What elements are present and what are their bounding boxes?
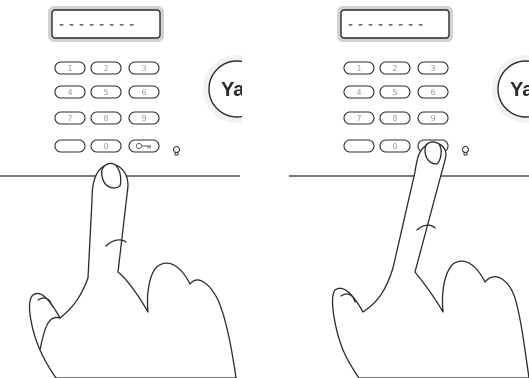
keypad-panel-right: -------- 1 2 3 4 5 6 7 8 9 0 Yal bbox=[289, 6, 529, 378]
keypad-key-label: 9 bbox=[430, 114, 435, 123]
keypad-key-label: 6 bbox=[430, 88, 435, 97]
keypad-key-label: 7 bbox=[67, 114, 72, 123]
keypad-key-label: 1 bbox=[356, 64, 361, 73]
keypad-key[interactable]: 1 bbox=[344, 62, 374, 74]
display-screen: -------- bbox=[57, 15, 137, 33]
keypad-key[interactable]: 8 bbox=[91, 112, 121, 124]
keypad-key-label: 8 bbox=[103, 114, 108, 123]
display-screen: -------- bbox=[346, 15, 426, 33]
keypad-key[interactable]: 2 bbox=[91, 62, 121, 74]
keypad-key[interactable] bbox=[55, 140, 85, 152]
display-text: -------- bbox=[57, 15, 137, 33]
keypad-key-label: 4 bbox=[67, 88, 72, 97]
keypad-key[interactable]: 5 bbox=[91, 86, 121, 98]
keypad-key-label: 9 bbox=[141, 114, 146, 123]
keypad-key-label: 4 bbox=[356, 88, 361, 97]
keypad-key-label: 2 bbox=[103, 64, 108, 73]
keypad-key-label: 0 bbox=[392, 142, 397, 151]
keypad-key-label: 3 bbox=[141, 64, 146, 73]
keypad-key-label: 8 bbox=[392, 114, 397, 123]
logo-text: Yal bbox=[221, 79, 250, 101]
keypad-keys: 1 2 3 4 5 6 7 8 9 0 bbox=[55, 62, 159, 152]
keypad-key-label: 2 bbox=[392, 64, 397, 73]
keypad-key-label: 1 bbox=[67, 64, 72, 73]
keypad-key[interactable]: 1 bbox=[55, 62, 85, 74]
keypad-key[interactable]: 5 bbox=[380, 86, 410, 98]
keypad-key[interactable]: 8 bbox=[380, 112, 410, 124]
hand-illustration bbox=[333, 142, 529, 378]
keypad-key-label: 6 bbox=[141, 88, 146, 97]
keypad-key-label: 3 bbox=[430, 64, 435, 73]
keypad-key-label: 5 bbox=[103, 88, 108, 97]
brand-logo: Yal bbox=[510, 79, 529, 101]
keypad-key[interactable]: 7 bbox=[55, 112, 85, 124]
keypad-key[interactable]: 4 bbox=[344, 86, 374, 98]
keypad-key[interactable]: 7 bbox=[344, 112, 374, 124]
display-text: -------- bbox=[346, 15, 426, 33]
keypad-key[interactable]: 9 bbox=[129, 112, 159, 124]
hand-illustration bbox=[30, 164, 236, 378]
keypad-key[interactable]: 4 bbox=[55, 86, 85, 98]
keypad-key[interactable]: 6 bbox=[418, 86, 448, 98]
keypad-key[interactable]: 3 bbox=[418, 62, 448, 74]
keypad-key[interactable]: 9 bbox=[418, 112, 448, 124]
keypad-keys: 1 2 3 4 5 6 7 8 9 0 bbox=[344, 62, 448, 152]
keypad-key-label: 5 bbox=[392, 88, 397, 97]
keypad-panel-left: -------- 1 2 3 4 5 6 7 8 9 0 Yal bbox=[0, 6, 271, 378]
keypad-key[interactable]: 2 bbox=[380, 62, 410, 74]
brand-logo: Yal bbox=[221, 79, 250, 101]
keypad-key-label: 0 bbox=[103, 142, 108, 151]
keypad-key[interactable]: 6 bbox=[129, 86, 159, 98]
keypad-key[interactable]: 3 bbox=[129, 62, 159, 74]
keypad-key[interactable] bbox=[344, 140, 374, 152]
keypad-key-label: 7 bbox=[356, 114, 361, 123]
keypad-key[interactable]: 0 bbox=[380, 140, 410, 152]
logo-text: Yal bbox=[510, 79, 529, 101]
keypad-key[interactable]: 0 bbox=[91, 140, 121, 152]
